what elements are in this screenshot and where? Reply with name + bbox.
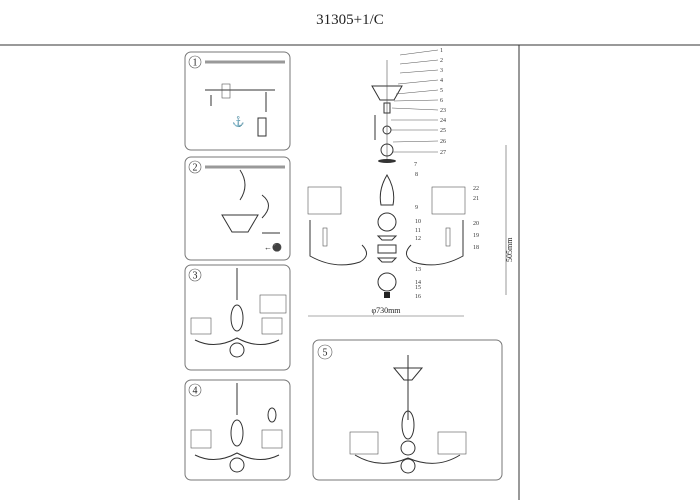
step-3-panel: 3 [184, 264, 291, 371]
step-1-panel: 1 ⚓ [184, 51, 291, 151]
svg-text:24: 24 [440, 118, 446, 124]
dimension-diameter: φ730mm [308, 306, 464, 317]
svg-text:18: 18 [473, 245, 479, 251]
step-2-panel: 2 ←⚫ [184, 156, 291, 261]
step-4-panel: 4 [184, 379, 291, 481]
svg-text:5: 5 [440, 88, 443, 94]
svg-text:4: 4 [193, 386, 198, 397]
svg-text:10: 10 [415, 219, 421, 225]
svg-text:22: 22 [473, 186, 479, 192]
part-labels-top: 1 2 3 4 5 6 23 24 25 26 27 7 [391, 48, 446, 168]
svg-text:20: 20 [473, 221, 479, 227]
step-5-panel: 5 [312, 339, 503, 481]
part-labels-body: 8 9 10 11 12 13 14 15 16 22 21 20 19 18 [415, 172, 479, 300]
exploded-view: 1 2 3 4 5 6 23 24 25 26 27 7 8 9 10 11 1… [307, 48, 514, 317]
svg-text:9: 9 [415, 205, 418, 211]
svg-text:25: 25 [440, 128, 446, 134]
svg-text:19: 19 [473, 233, 479, 239]
svg-text:2: 2 [193, 163, 198, 174]
svg-text:15: 15 [415, 285, 421, 291]
svg-text:8: 8 [415, 172, 418, 178]
svg-text:3: 3 [193, 271, 198, 282]
svg-text:11: 11 [415, 228, 421, 234]
svg-text:4: 4 [440, 78, 443, 84]
svg-text:26: 26 [440, 139, 446, 145]
svg-text:27: 27 [440, 150, 446, 156]
svg-text:12: 12 [415, 236, 421, 242]
dimension-height: 505mm [505, 145, 514, 295]
svg-text:14: 14 [415, 280, 421, 286]
svg-text:1: 1 [440, 48, 443, 54]
svg-text:←⚫: ←⚫ [264, 242, 282, 252]
svg-text:505mm: 505mm [505, 237, 514, 262]
model-title: 31305+1/C [316, 12, 384, 28]
svg-text:6: 6 [440, 98, 443, 104]
svg-text:⚓: ⚓ [232, 115, 244, 128]
svg-text:3: 3 [440, 68, 443, 74]
svg-text:16: 16 [415, 294, 421, 300]
svg-text:13: 13 [415, 267, 421, 273]
svg-text:23: 23 [440, 108, 446, 114]
svg-text:5: 5 [323, 348, 328, 359]
svg-text:2: 2 [440, 58, 443, 64]
svg-text:1: 1 [193, 58, 198, 69]
svg-text:21: 21 [473, 196, 479, 202]
svg-text:φ730mm: φ730mm [371, 306, 401, 315]
svg-text:7: 7 [414, 162, 417, 168]
